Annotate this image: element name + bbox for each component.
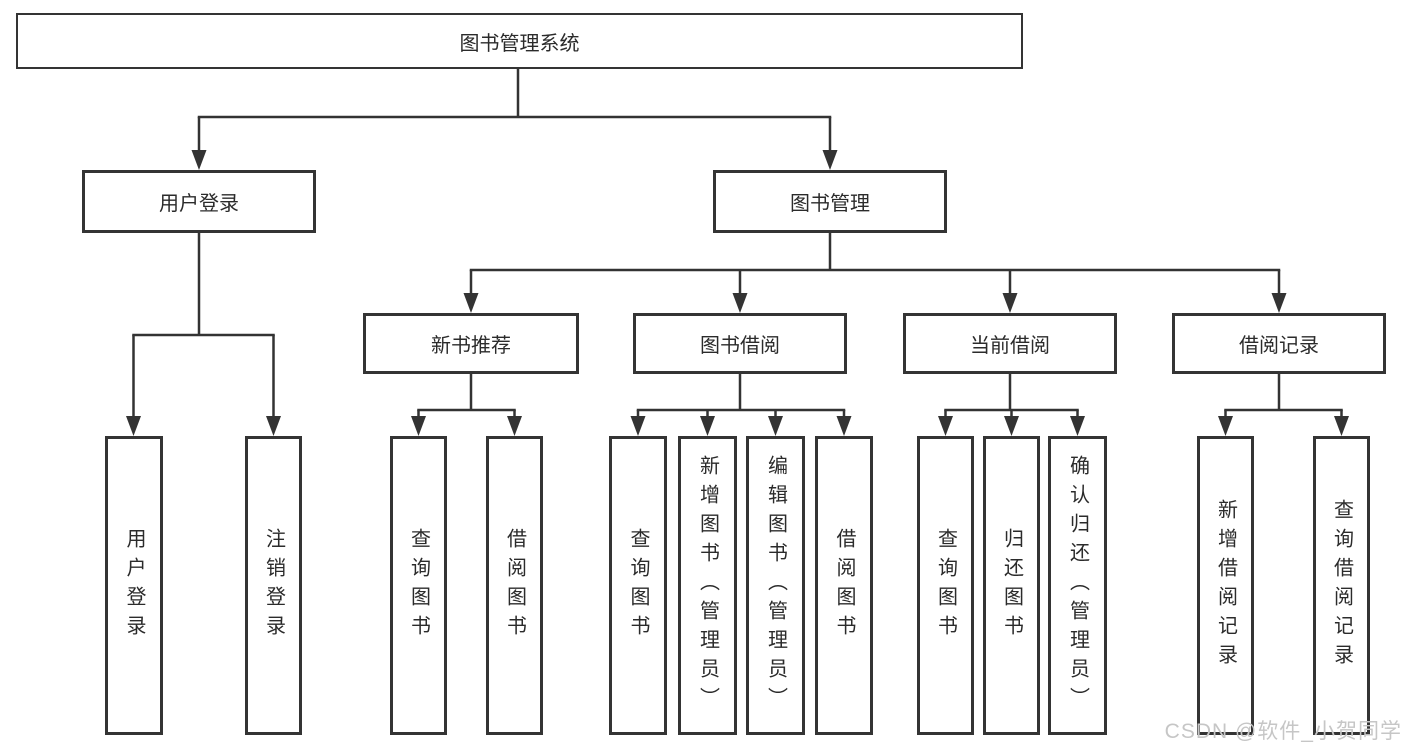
- leaf-add-borrow-record: 新增借阅记录: [1197, 436, 1254, 735]
- leaf-borrow-books-2-label: 借阅图书: [833, 527, 855, 644]
- leaf-query-books-3-label: 查询图书: [934, 527, 957, 644]
- leaf-borrow-books-1: 借阅图书: [486, 436, 543, 735]
- node-root-system: 图书管理系统: [16, 13, 1023, 69]
- leaf-query-books-1: 查询图书: [390, 436, 447, 735]
- leaf-return-books-label: 归还图书: [1000, 527, 1023, 644]
- leaf-confirm-return-admin: 确认归还（管理员）: [1048, 436, 1107, 735]
- leaf-query-borrow-record: 查询借阅记录: [1313, 436, 1370, 735]
- node-book-management-label: 图书管理: [790, 193, 870, 215]
- leaf-logout-label: 注销登录: [262, 527, 285, 644]
- arrowhead-icons: [126, 150, 1349, 436]
- leaf-edit-books-admin-label: 编辑图书（管理员）: [764, 455, 787, 716]
- leaf-confirm-return-admin-label: 确认归还（管理员）: [1066, 455, 1089, 716]
- node-book-management: 图书管理: [713, 170, 947, 233]
- node-current-borrow-label: 当前借阅: [970, 335, 1050, 357]
- leaf-query-borrow-record-label: 查询借阅记录: [1330, 498, 1353, 673]
- leaf-logout: 注销登录: [245, 436, 302, 735]
- node-root-label: 图书管理系统: [459, 32, 580, 55]
- leaf-query-books-2: 查询图书: [609, 436, 667, 735]
- leaf-add-borrow-record-label: 新增借阅记录: [1214, 498, 1237, 673]
- leaf-user-login-label: 用户登录: [123, 527, 145, 644]
- node-user-login-label: 用户登录: [159, 193, 239, 215]
- node-user-login: 用户登录: [82, 170, 316, 233]
- node-borrow-records-label: 借阅记录: [1239, 335, 1319, 357]
- node-new-book-recommend-label: 新书推荐: [431, 335, 511, 357]
- node-new-book-recommend: 新书推荐: [363, 313, 579, 374]
- leaf-query-books-1-label: 查询图书: [407, 527, 430, 644]
- leaf-edit-books-admin: 编辑图书（管理员）: [746, 436, 805, 735]
- node-borrow-records: 借阅记录: [1172, 313, 1386, 374]
- leaf-query-books-3: 查询图书: [917, 436, 974, 735]
- leaf-return-books: 归还图书: [983, 436, 1040, 735]
- csdn-watermark: CSDN @软件_小贺同学: [1164, 720, 1402, 743]
- leaf-query-books-2-label: 查询图书: [627, 527, 649, 644]
- node-current-borrow: 当前借阅: [903, 313, 1117, 374]
- node-book-borrow: 图书借阅: [633, 313, 847, 374]
- leaf-add-books-admin: 新增图书（管理员）: [678, 436, 737, 735]
- node-book-borrow-label: 图书借阅: [700, 335, 780, 357]
- leaf-borrow-books-1-label: 借阅图书: [503, 527, 526, 644]
- leaf-borrow-books-2: 借阅图书: [815, 436, 873, 735]
- leaf-user-login: 用户登录: [105, 436, 163, 735]
- leaf-add-books-admin-label: 新增图书（管理员）: [696, 455, 719, 716]
